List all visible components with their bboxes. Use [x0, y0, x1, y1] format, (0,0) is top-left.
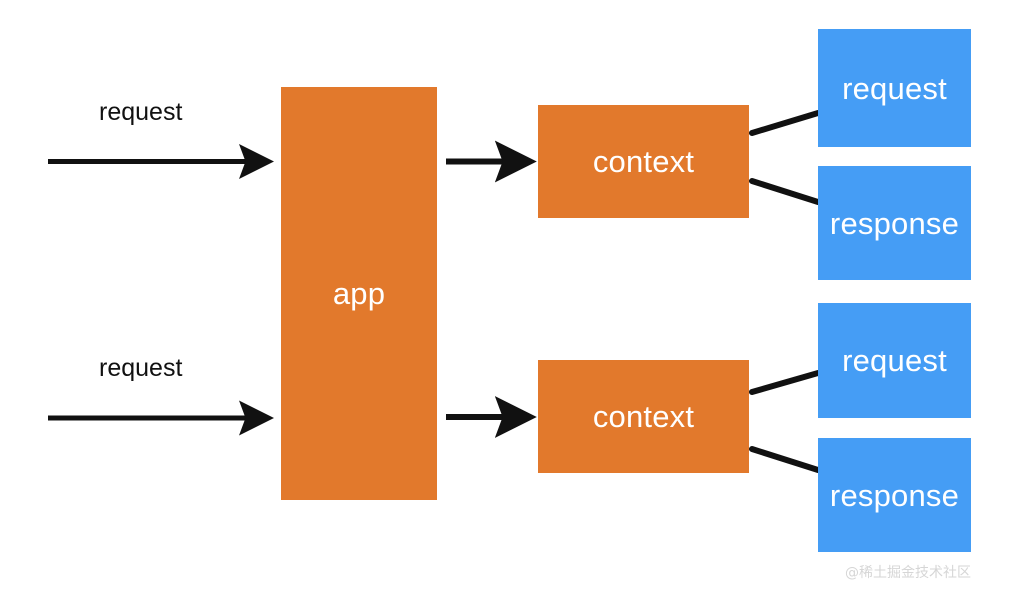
connector-context-top-to-request	[749, 110, 821, 136]
node-request-top[interactable]: request	[818, 29, 971, 147]
node-response-bottom[interactable]: response	[818, 438, 971, 552]
connector-context-top-to-response	[749, 178, 821, 205]
node-response-top[interactable]: response	[818, 166, 971, 280]
node-app[interactable]: app	[281, 87, 437, 500]
edge-label-request-top: request	[99, 98, 183, 126]
node-context-top[interactable]: context	[538, 105, 749, 218]
watermark: @稀土掘金技术社区	[845, 565, 971, 581]
node-context-bottom[interactable]: context	[538, 360, 749, 473]
connector-context-bottom-to-request	[749, 370, 821, 395]
edge-label-request-bottom: request	[99, 354, 183, 382]
node-request-bottom[interactable]: request	[818, 303, 971, 418]
connector-context-bottom-to-response	[749, 446, 821, 473]
